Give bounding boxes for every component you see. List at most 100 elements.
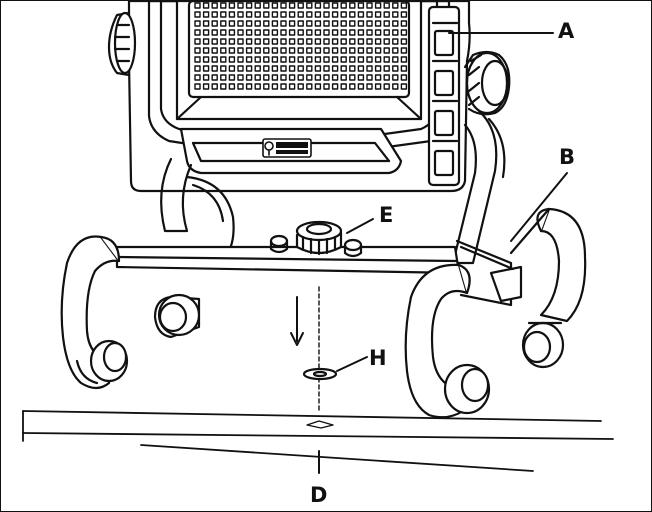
led-cell [297, 74, 304, 81]
led-cell [288, 2, 296, 9]
led-cell [314, 47, 322, 54]
led-cell [383, 65, 390, 72]
led-cell [331, 2, 339, 9]
led-cell [245, 74, 253, 81]
led-cell [228, 29, 236, 36]
led-cell [211, 11, 218, 18]
led-cell [254, 29, 261, 36]
led-cell [263, 11, 270, 18]
mounting-arrow [290, 296, 304, 346]
led-cell [211, 47, 218, 54]
led-cell [306, 29, 313, 36]
led-cell [366, 83, 373, 90]
led-cell [297, 47, 304, 54]
led-cell [297, 11, 304, 18]
led-cell [331, 65, 339, 72]
led-cell [340, 2, 347, 9]
led-cell [202, 2, 210, 9]
led-cell [392, 74, 399, 81]
led-cell [245, 2, 253, 9]
led-cell [297, 38, 304, 45]
led-cell [211, 65, 218, 72]
led-cell [314, 20, 322, 27]
led-cell [340, 29, 347, 36]
led-cell [366, 47, 373, 54]
led-cell [374, 56, 382, 63]
led-cell [194, 20, 201, 27]
led-cell [366, 29, 373, 36]
led-cell [392, 47, 399, 54]
led-cell [297, 29, 304, 36]
led-cell [245, 11, 253, 18]
right-handle [404, 207, 587, 419]
led-cell [340, 38, 347, 45]
led-cell [211, 56, 218, 63]
led-cell [288, 38, 296, 45]
led-cell [237, 38, 244, 45]
leader-lines [318, 32, 568, 474]
led-cell [400, 74, 408, 81]
led-cell [220, 2, 227, 9]
led-cell [202, 29, 210, 36]
led-cell [357, 20, 365, 27]
led-cell [366, 74, 373, 81]
led-cell [323, 74, 330, 81]
led-cell [280, 11, 287, 18]
led-cell [220, 74, 227, 81]
washer [302, 367, 338, 381]
led-cell [314, 38, 322, 45]
led-cell [400, 38, 408, 45]
led-cell [357, 65, 365, 72]
led-cell [400, 2, 408, 9]
led-cell [245, 83, 253, 90]
led-cell [306, 11, 313, 18]
led-cell [374, 47, 382, 54]
led-cell [271, 38, 279, 45]
brand-logo [262, 138, 312, 158]
led-cell [280, 65, 287, 72]
led-cell [374, 74, 382, 81]
led-cell [383, 83, 390, 90]
led-cell [306, 74, 313, 81]
led-cell [400, 20, 408, 27]
led-cell [254, 83, 261, 90]
led-cell [237, 2, 244, 9]
led-cell [211, 2, 218, 9]
led-cell [211, 38, 218, 45]
led-cell [306, 56, 313, 63]
led-cell [194, 11, 201, 18]
led-cell [392, 11, 399, 18]
led-cell [245, 65, 253, 72]
led-cell [194, 47, 201, 54]
led-cell [271, 2, 279, 9]
led-cell [228, 83, 236, 90]
led-cell [194, 29, 201, 36]
led-cell [280, 29, 287, 36]
led-cell [349, 11, 356, 18]
led-cell [357, 83, 365, 90]
led-cell [323, 29, 330, 36]
led-cell [306, 2, 313, 9]
led-cell [357, 11, 365, 18]
led-cell [271, 20, 279, 27]
led-cell [357, 38, 365, 45]
led-cell [271, 47, 279, 54]
led-cell [374, 38, 382, 45]
led-cell [271, 29, 279, 36]
led-cell [254, 74, 261, 81]
led-cell [254, 65, 261, 72]
led-cell [288, 20, 296, 27]
led-cell [263, 47, 270, 54]
led-cell [392, 56, 399, 63]
led-cell [349, 38, 356, 45]
led-cell [237, 74, 244, 81]
led-cell [220, 11, 227, 18]
led-cell [349, 20, 356, 27]
led-cell [228, 74, 236, 81]
adjustment-knob [269, 220, 363, 258]
led-cell [271, 65, 279, 72]
led-cell [237, 47, 244, 54]
led-cell [383, 38, 390, 45]
led-cell [331, 11, 339, 18]
led-cell [237, 56, 244, 63]
